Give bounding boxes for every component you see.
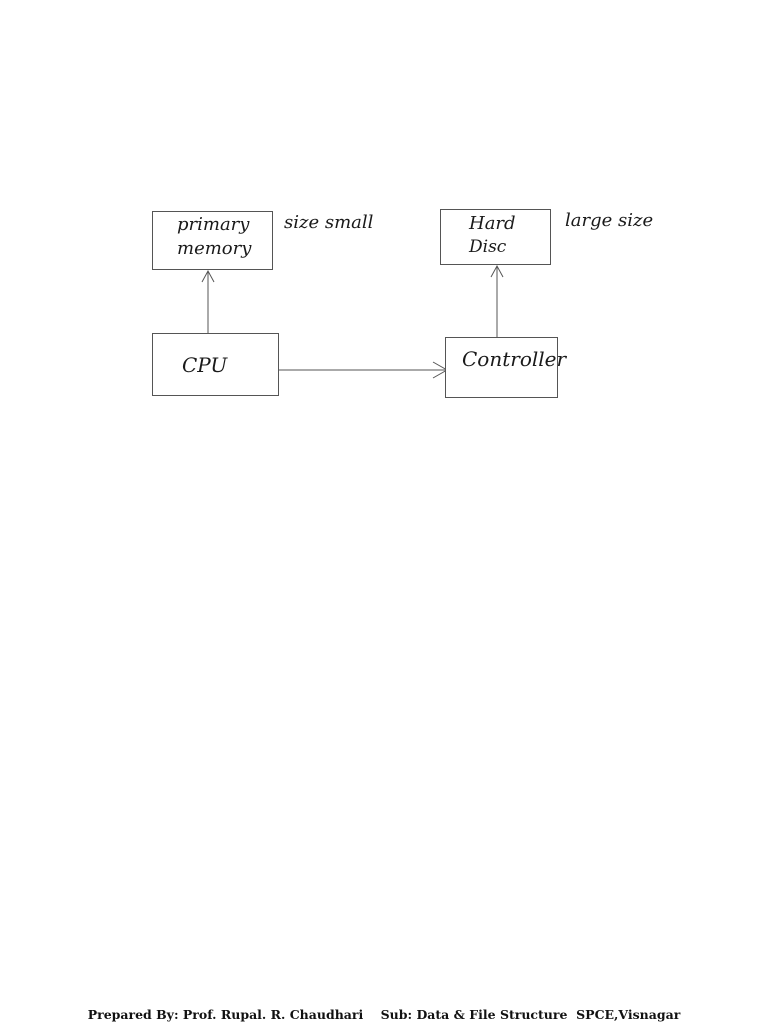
edge-controller-to-hard-disc	[490, 264, 504, 337]
cpu-node: CPU	[152, 333, 279, 396]
page-footer: Prepared By: Prof. Rupal. R. Chaudhari S…	[0, 1007, 768, 1022]
primary-memory-label-line1: primary	[177, 214, 250, 235]
hard-disc-size-note: large size	[565, 210, 654, 231]
footer-prepared-by: Prepared By: Prof. Rupal. R. Chaudhari	[87, 1007, 364, 1022]
hard-disc-node: Hard Disc	[440, 209, 551, 265]
primary-memory-size-note: size small	[284, 212, 374, 233]
footer-subject: Sub: Data & File Structure	[380, 1007, 568, 1022]
edge-cpu-to-controller	[279, 361, 449, 379]
hard-disc-label-line1: Hard	[469, 213, 516, 234]
primary-memory-node: primary memory	[152, 211, 273, 270]
controller-label: Controller	[462, 347, 567, 371]
edge-cpu-to-primary-memory	[201, 269, 215, 333]
hard-disc-label-line2: Disc	[469, 237, 507, 257]
footer-institute: SPCE,Visnagar	[576, 1007, 681, 1022]
cpu-label: CPU	[182, 353, 228, 377]
controller-node: Controller	[445, 337, 566, 398]
primary-memory-label-line2: memory	[177, 238, 252, 259]
